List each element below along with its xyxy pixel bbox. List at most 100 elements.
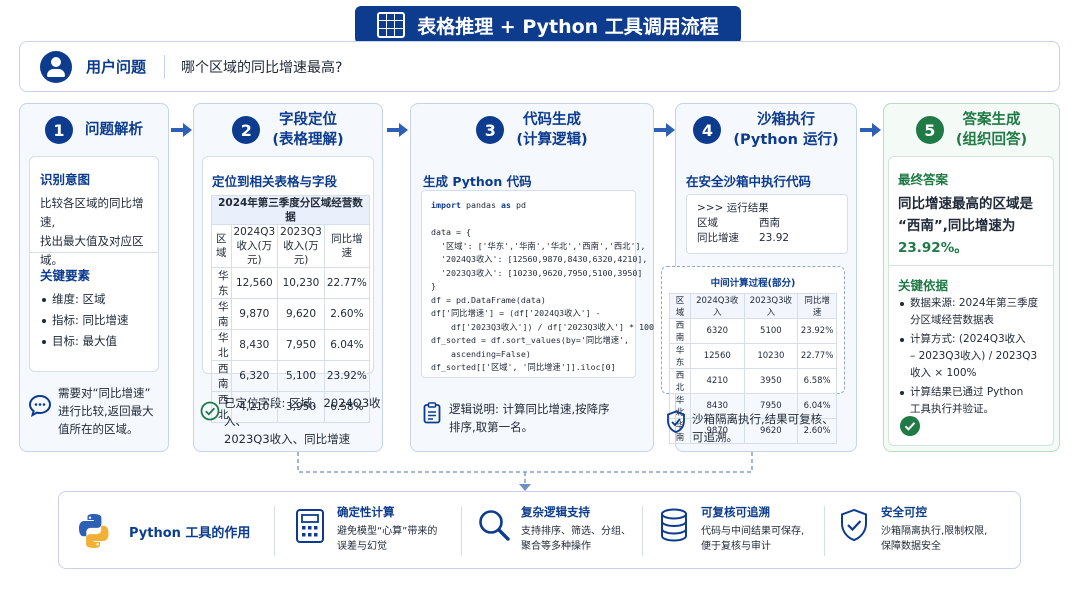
step-5-title: 答案生成 (组织回答) (955, 112, 1028, 148)
check-circle-icon (200, 401, 220, 421)
table-header: 同比增速 (797, 293, 837, 319)
table-caption: 2024年第三季度分区域经营数据 (211, 195, 370, 225)
step-4-title: 沙箱执行 (Python 运行) (733, 112, 839, 148)
locate-title: 定位到相关表格与字段 (212, 174, 338, 189)
question-divider (164, 54, 166, 79)
shield-check-icon (841, 508, 867, 542)
basis-title: 关键依据 (898, 278, 949, 293)
clipboard-icon (423, 402, 441, 424)
python-role-label: Python 工具的作用 (129, 526, 251, 541)
table-header: 2024Q3收入 (689, 293, 745, 319)
dashed-connectors (297, 452, 753, 491)
intermediate-title: 中间计算过程(部分) (710, 278, 796, 289)
step-4-note: 沙箱隔离执行,结果可复核、 可追溯。 (692, 412, 834, 444)
feature-secure: 安全可控 沙箱隔离执行,限制权限,保障数据安全 (839, 504, 1015, 558)
feature-title: 可复核可追溯 (701, 505, 770, 519)
key-element-item: 指标: 同比增速 (40, 310, 129, 331)
flow-arrow (171, 123, 193, 137)
code-line: df_sorted[['区域', '同比增速']].iloc[0] (431, 362, 616, 372)
key-elements-title: 关键要素 (40, 268, 91, 283)
question-text: 哪个区域的同比增速最高? (181, 59, 343, 76)
step-1-header: 1 问题解析 (20, 104, 168, 156)
step-2-header: 2 字段定位 (表格理解) (194, 104, 382, 156)
step-1-panel: 识别意图 比较各区域的同比增速, 找出最大值及对应区域。 关键要素 维度: 区域… (29, 156, 159, 372)
step-5-panel: 最终答案 同比增速最高的区域是 “西南”,同比增速为 23.92%。 关键依据 … (888, 156, 1054, 446)
step-3-card: 3 代码生成 (计算逻辑) 生成 Python 代码 import pandas… (410, 103, 654, 452)
feature-desc: 支持排序、筛选、分组、聚合等多种操作 (521, 526, 631, 552)
step-5-header: 5 答案生成 (组织回答) (884, 104, 1059, 156)
verified-check-icon (900, 416, 920, 436)
feature-traceable: 可复核可追溯 代码与中间结果可保存,便于复核与审计 (659, 504, 829, 558)
intent-line: 找出最大值及对应区域。 (40, 234, 144, 267)
code-line: ascending=False) (431, 348, 531, 359)
run-result-prompt: >>> 运行结果 (697, 202, 769, 214)
result-growth: 23.92 (759, 232, 790, 244)
feature-title: 安全可控 (881, 505, 927, 519)
code-line: df_sorted = df.sort_values(by='同比增速', (431, 335, 630, 345)
code-line: '2023Q3收入': [10230,9620,7950,5100,3950] (431, 267, 643, 278)
flow-arrow (654, 123, 676, 137)
table-header: 区域 (211, 224, 232, 268)
step-2-title: 字段定位 (表格理解) (272, 112, 344, 148)
diagram-title: 表格推理 + Python 工具调用流程 (417, 15, 719, 38)
step-5-card: 5 答案生成 (组织回答) 最终答案 同比增速最高的区域是 “西南”,同比增速为… (883, 103, 1060, 452)
question-label: 用户问题 (86, 58, 147, 76)
user-icon (40, 50, 72, 83)
code-line: df['同比增速'] = (df['2024Q3收入'] - (431, 308, 601, 318)
feature-desc: 避免模型“心算”带来的误差与幻觉 (337, 526, 438, 552)
feature-title: 复杂逻辑支持 (521, 505, 590, 519)
intent-line: 比较各区域的同比增速, (40, 196, 144, 229)
chat-bubble-icon (28, 394, 52, 417)
shield-check-icon (667, 410, 685, 433)
table-icon (377, 12, 406, 38)
python-code-block: import pandas as pd data = { '区域': ['华东'… (421, 190, 654, 378)
calculator-icon (296, 509, 324, 543)
user-question-bar: 用户问题 哪个区域的同比增速最高? (19, 41, 1060, 92)
step-4-number: 4 (693, 116, 722, 144)
step-4-card: 4 沙箱执行 (Python 运行) 在安全沙箱中执行代码 >>> 运行结果 区… (661, 103, 857, 452)
code-line: '2024Q3收入': [12560,9870,8430,6320,4210], (431, 254, 648, 264)
step-1-title: 问题解析 (85, 122, 143, 138)
step-1-number: 1 (45, 116, 73, 144)
python-logo-icon (79, 514, 109, 548)
step-2-card: 2 字段定位 (表格理解) 定位到相关表格与字段 2024年第三季度分区域经营数… (193, 103, 383, 452)
magnifier-icon (479, 510, 510, 541)
feature-desc: 代码与中间结果可保存,便于复核与审计 (701, 526, 805, 552)
codegen-title: 生成 Python 代码 (423, 174, 532, 189)
flow-arrow (860, 123, 882, 137)
step-1-card: 1 问题解析 识别意图 比较各区域的同比增速, 找出最大值及对应区域。 关键要素… (19, 103, 169, 452)
feature-complex-logic: 复杂逻辑支持 支持排序、筛选、分组、聚合等多种操作 (477, 504, 647, 558)
flow-arrow (387, 123, 409, 137)
result-region: 西南 (759, 217, 780, 229)
step-2-number: 2 (232, 116, 261, 144)
python-role-panel: Python 工具的作用 确定性计算 避免模型“心算”带来的误差与幻觉 复杂逻辑… (58, 491, 1021, 569)
step-3-note: 逻辑说明: 计算同比增速,按降序 排序,取第一名。 (449, 402, 610, 434)
step-1-note: 需要对“同比增速” 进行比较,返回最大 值所在的区域。 (58, 386, 154, 436)
key-element-item: 目标: 最大值 (40, 331, 129, 352)
step-2-note: 已定位字段: 区域、2024Q3收入、 2023Q3收入、同比增速 (224, 396, 381, 446)
final-answer-title: 最终答案 (898, 172, 949, 187)
code-line: '区域': ['华东','华南','华北','西南','西北'], (431, 240, 646, 251)
code-line: df['2023Q3收入']) / df['2023Q3收入'] * 100 (431, 321, 655, 332)
table-header: 2023Q3收入 (743, 293, 799, 319)
final-answer-text: 同比增速最高的区域是 “西南”,同比增速为 23.92%。 (898, 196, 1033, 256)
step-3-title: 代码生成 (计算逻辑) (516, 112, 588, 148)
basis-item: 数据来源: 2024年第三季度分区域经营数据表 (898, 295, 1052, 329)
intent-title: 识别意图 (40, 172, 91, 187)
